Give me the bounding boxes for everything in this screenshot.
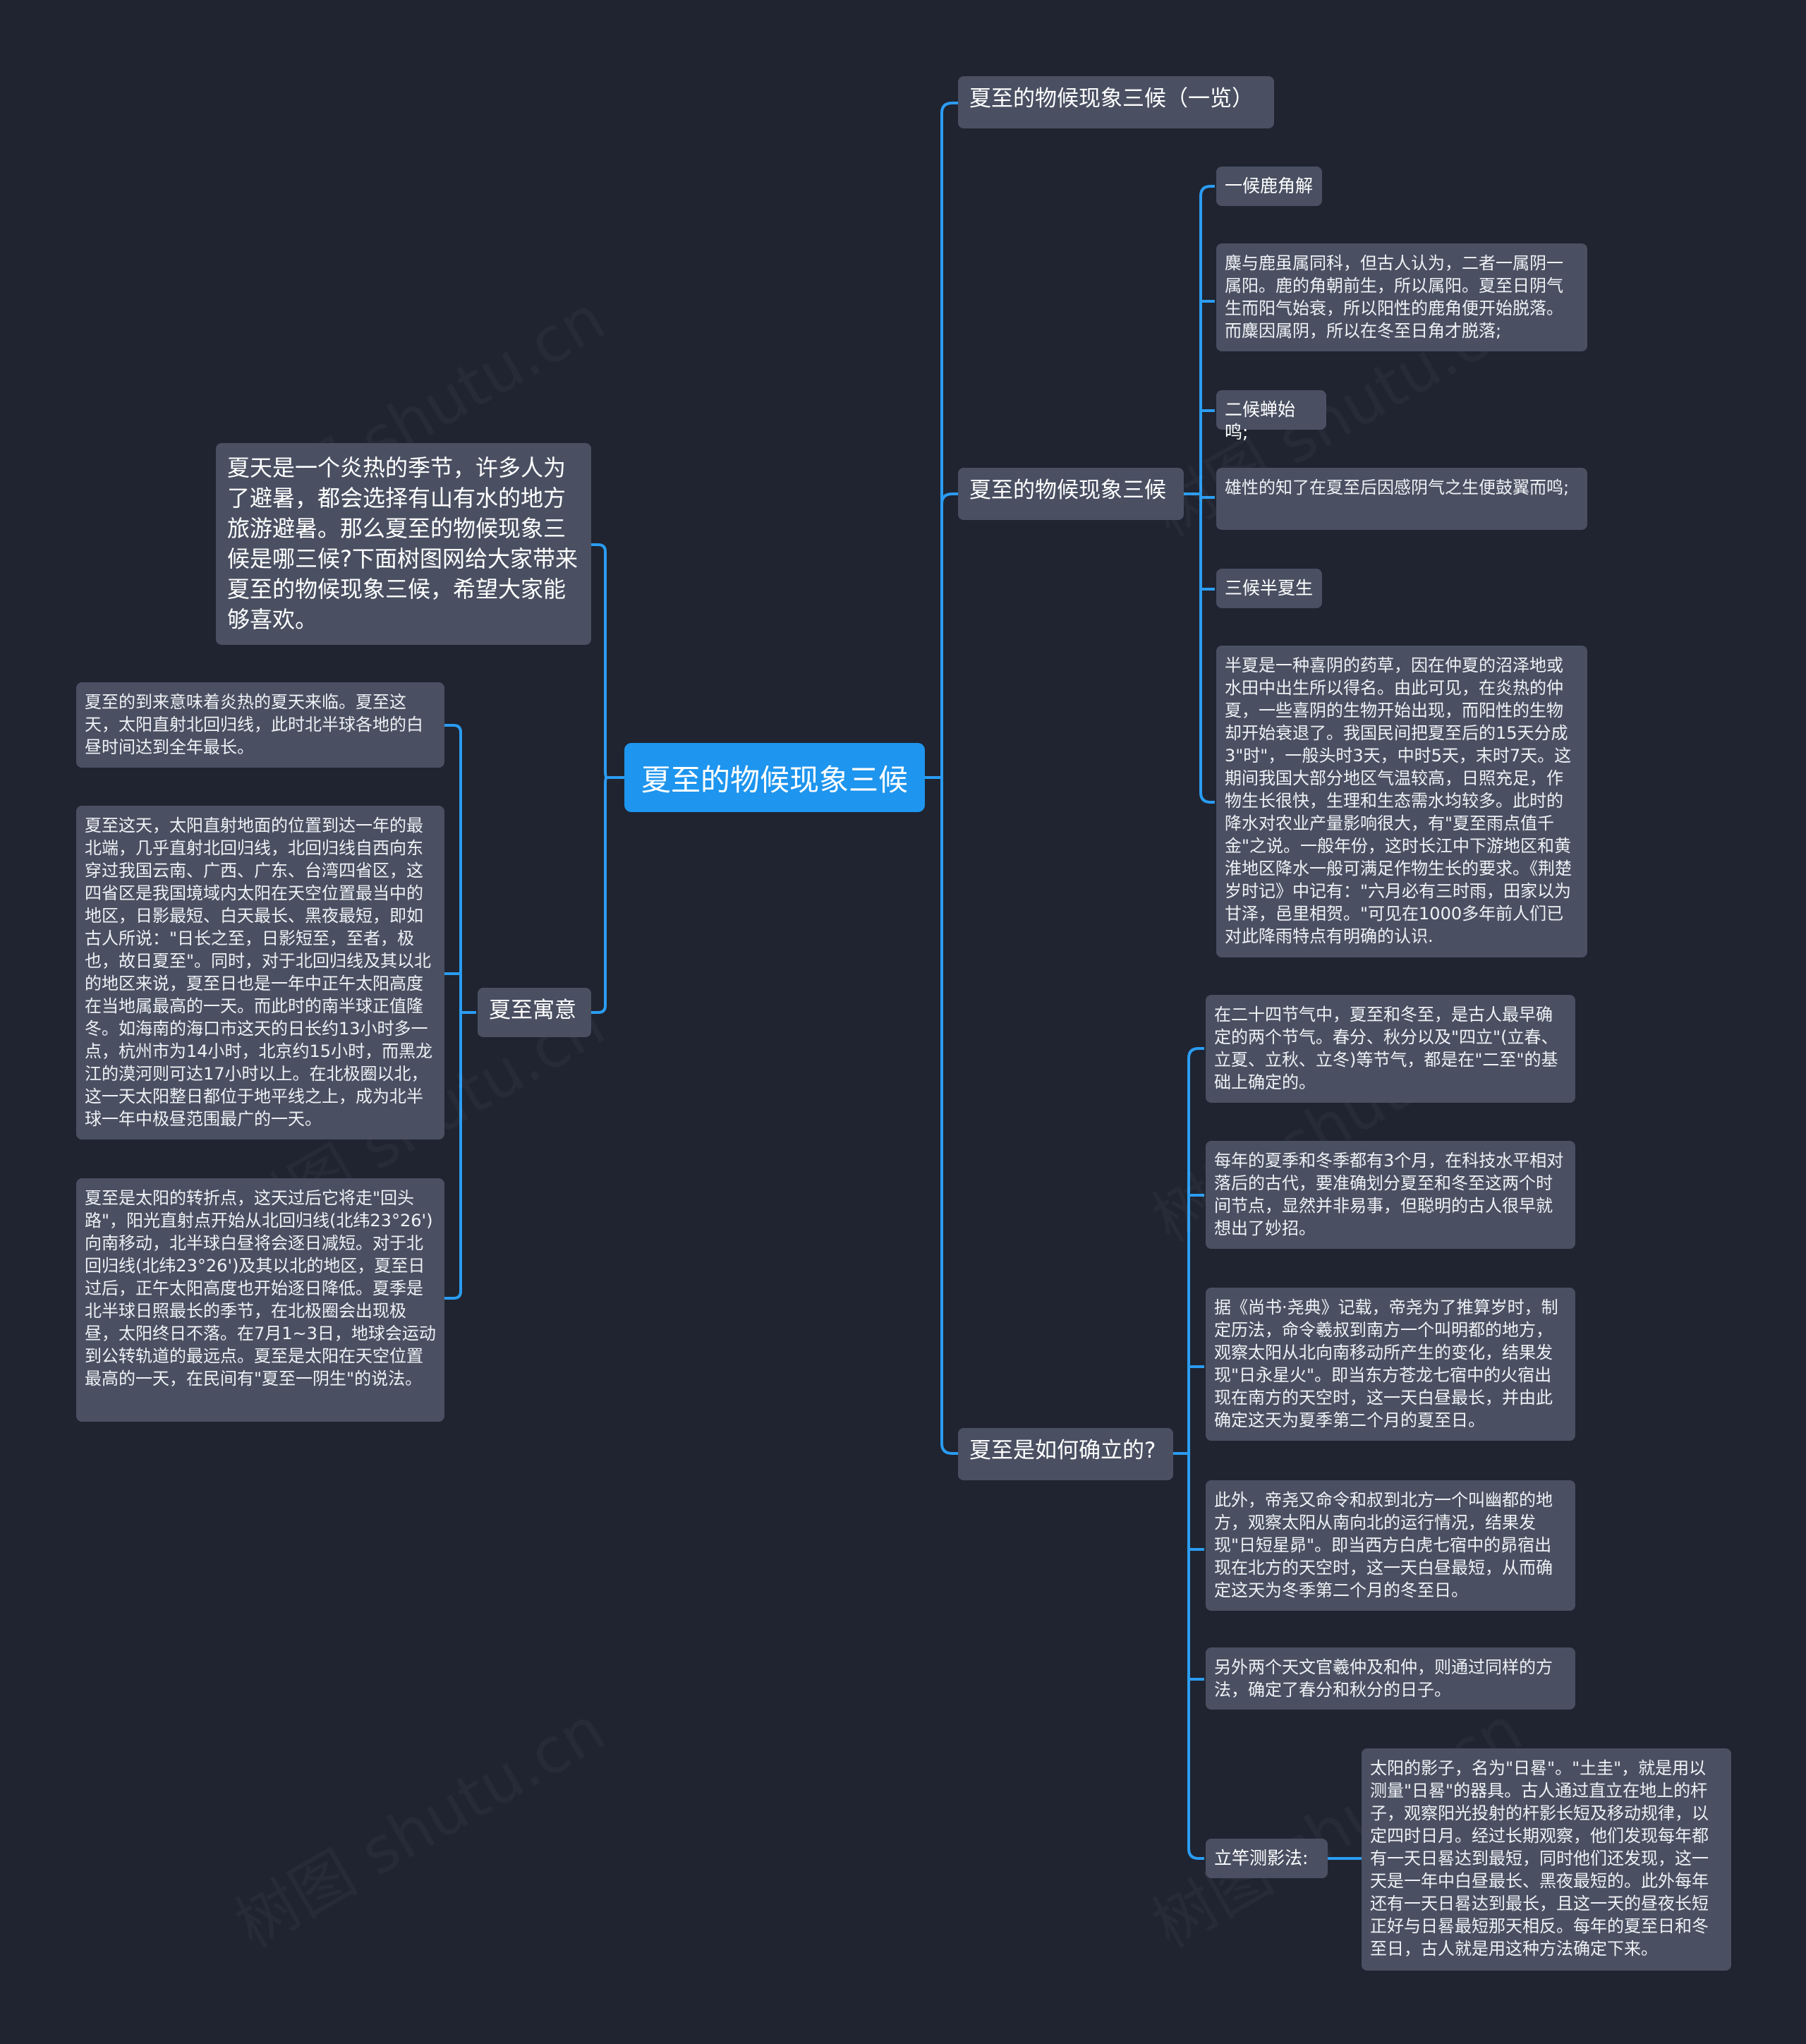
sanhou-leaf-3[interactable]: 二候蝉始鸣;: [1216, 390, 1326, 442]
queli-leaf-1[interactable]: 在二十四节气中，夏至和冬至，是古人最早确定的两个节气。春分、秋分以及"四立"(立…: [1206, 995, 1575, 1103]
sanhou-leaf-6[interactable]: 半夏是一种喜阴的药草，因在仲夏的沼泽地或水田中出生所以得名。由此可见，在炎热的仲…: [1216, 646, 1587, 957]
queli-leaf-4[interactable]: 此外，帝尧又命令和叔到北方一个叫幽都的地方，观察太阳从南向北的运行情况，结果发现…: [1206, 1480, 1575, 1611]
yuyi-leaf-3[interactable]: 夏至是太阳的转折点，这天过后它将走"回头路"，阳光直射点开始从北回归线(北纬23…: [76, 1178, 444, 1422]
sanhou-leaf-4[interactable]: 雄性的知了在夏至后因感阴气之生便鼓翼而鸣;: [1216, 468, 1587, 530]
ganying-topic[interactable]: 立竿测影法:: [1206, 1839, 1328, 1878]
ganying-detail[interactable]: 太阳的影子，名为"日晷"。"土圭"，就是用以测量"日晷"的器具。古人通过直立在地…: [1362, 1748, 1731, 1971]
sanhou-topic[interactable]: 夏至的物候现象三候: [958, 468, 1184, 520]
yuyi-leaf-2[interactable]: 夏至这天，太阳直射地面的位置到达一年的最北端，几乎直射北回归线，北回归线自西向东…: [76, 806, 444, 1139]
sanhou-leaf-1[interactable]: 一候鹿角解: [1216, 167, 1322, 206]
queli-leaf-2[interactable]: 每年的夏季和冬季都有3个月，在科技水平相对落后的古代，要准确划分夏至和冬至这两个…: [1206, 1141, 1575, 1249]
queli-leaf-5[interactable]: 另外两个天文官羲仲及和仲，则通过同样的方法，确定了春分和秋分的日子。: [1206, 1647, 1575, 1710]
queli-leaf-3[interactable]: 据《尚书·尧典》记载，帝尧为了推算岁时，制定历法，命令羲叔到南方一个叫明都的地方…: [1206, 1288, 1575, 1441]
yuyi-leaf-1[interactable]: 夏至的到来意味着炎热的夏天来临。夏至这天，太阳直射北回归线，此时北半球各地的白昼…: [76, 682, 444, 768]
sanhou-leaf-5[interactable]: 三候半夏生: [1216, 569, 1322, 608]
yuyi-topic[interactable]: 夏至寓意: [478, 988, 591, 1037]
intro-topic[interactable]: 夏天是一个炎热的季节，许多人为了避暑，都会选择有山有水的地方旅游避暑。那么夏至的…: [216, 443, 591, 645]
overview-topic[interactable]: 夏至的物候现象三候（一览）: [958, 76, 1274, 128]
root-topic[interactable]: 夏至的物候现象三候: [624, 743, 925, 812]
sanhou-leaf-2[interactable]: 麋与鹿虽属同科，但古人认为，二者一属阴一属阳。鹿的角朝前生，所以属阳。夏至日阴气…: [1216, 243, 1587, 351]
queli-topic[interactable]: 夏至是如何确立的?: [958, 1428, 1173, 1480]
